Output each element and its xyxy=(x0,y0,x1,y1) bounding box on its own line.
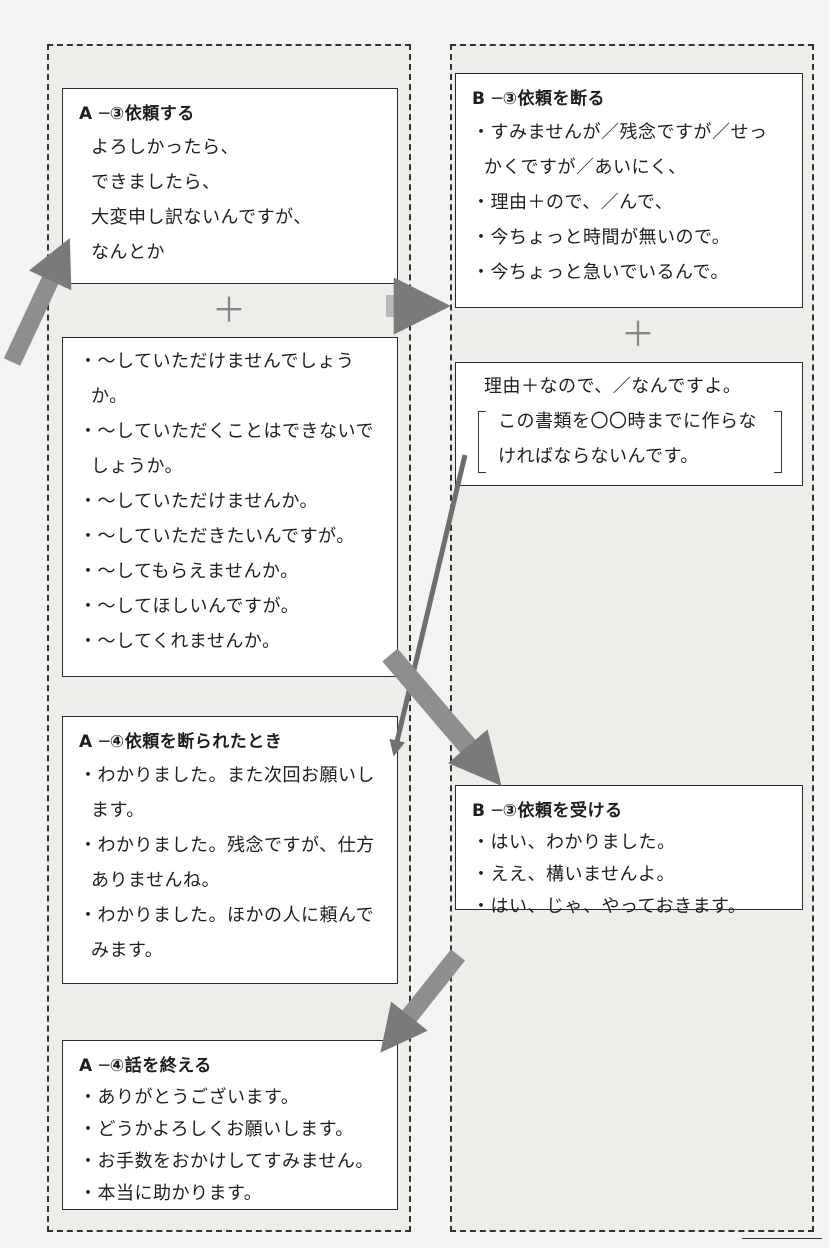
text-line: ・お手数をおかけしてすみません。 xyxy=(79,1151,374,1172)
box-b3-accept: B ─③依頼を受ける ・はい、わかりました。 ・ええ、構いませんよ。 ・はい、じ… xyxy=(455,785,803,917)
box-a4-when-refused: A ─④依頼を断られたとき ・わかりました。また次回お願いし ます。 ・わかりま… xyxy=(62,716,398,984)
text-line: ・今ちょっと急いでいるんで。 xyxy=(472,262,729,283)
text-line: ・わかりました。残念ですが、仕方 xyxy=(79,835,375,856)
text-line: ・わかりました。ほかの人に頼んで xyxy=(79,905,375,926)
text-line: ・ええ、構いませんよ。 xyxy=(472,864,675,885)
text-line: ければならないんです。 xyxy=(498,446,699,467)
text-line: ・今ちょっと時間が無いので。 xyxy=(472,227,731,248)
page-footer-rule xyxy=(742,1238,822,1239)
text-line: この書類を〇〇時までに作らな xyxy=(498,411,757,432)
text-line: ・わかりました。また次回お願いし xyxy=(79,765,375,786)
box-b3-reason: 理由＋なので、／なんですよ。 この書類を〇〇時までに作らな ければならないんです… xyxy=(455,362,803,486)
plus-icon: ＋ xyxy=(621,315,655,355)
text-line: ・～してほしいんですが。 xyxy=(79,596,300,617)
box-a4-end-conversation: A ─④話を終える ・ありがとうございます。 ・どうかよろしくお願いします。 ・… xyxy=(62,1040,398,1210)
text-line: ます。 xyxy=(91,800,145,821)
box-title: A ─④話を終える xyxy=(79,1056,212,1076)
box-title: B ─③依頼を断る xyxy=(472,89,606,109)
text-line: ・はい、わかりました。 xyxy=(472,832,676,853)
right-bracket xyxy=(774,411,782,473)
text-line: 理由＋なので、／なんですよ。 xyxy=(484,376,742,397)
text-line: ・すみませんが／残念ですが／せっ xyxy=(472,122,768,143)
text-line: ・～していただけませんか。 xyxy=(79,491,319,512)
text-line: ・～していただけませんでしょう xyxy=(79,351,355,372)
text-line: できましたら、 xyxy=(91,172,221,193)
plus-icon: ＋ xyxy=(212,291,246,331)
box-title: B ─③依頼を受ける xyxy=(472,801,623,821)
text-line: よろしかったら、 xyxy=(91,137,239,158)
text-line: か。 xyxy=(91,386,128,407)
text-line: ・～していただくことはできないで xyxy=(79,421,374,442)
text-line: ・本当に助かります。 xyxy=(79,1183,263,1204)
text-line: かくですが／あいにく、 xyxy=(484,157,687,178)
text-line: ・～してくれませんか。 xyxy=(79,631,281,652)
text-line: 大変申し訳ないんですが、 xyxy=(91,207,312,228)
box-a3-request: A ─③依頼する よろしかったら、 できましたら、 大変申し訳ないんですが、 な… xyxy=(62,88,398,284)
box-title: A ─④依頼を断られたとき xyxy=(79,732,283,752)
text-line: しょうか。 xyxy=(91,456,184,477)
text-line: ・どうかよろしくお願いします。 xyxy=(79,1119,354,1140)
text-line: ・～していただきたいんですが。 xyxy=(79,526,355,547)
box-a3-phrases: ・～していただけませんでしょう か。 ・～していただくことはできないで しょうか… xyxy=(62,337,398,677)
text-line: ・～してもらえませんか。 xyxy=(79,561,299,582)
text-line: ・はい、じゃ、やっておきます。 xyxy=(472,896,747,917)
box-title: A ─③依頼する xyxy=(79,104,195,124)
box-b3-refuse: B ─③依頼を断る ・すみませんが／残念ですが／せっ かくですが／あいにく、 ・… xyxy=(455,73,803,308)
text-line: ありませんね。 xyxy=(91,870,220,891)
left-bracket xyxy=(478,411,486,473)
text-line: みます。 xyxy=(91,940,164,961)
text-line: なんとか xyxy=(91,242,165,263)
text-line: ・ありがとうございます。 xyxy=(79,1087,300,1108)
text-line: ・理由＋ので、／んで、 xyxy=(472,192,674,213)
